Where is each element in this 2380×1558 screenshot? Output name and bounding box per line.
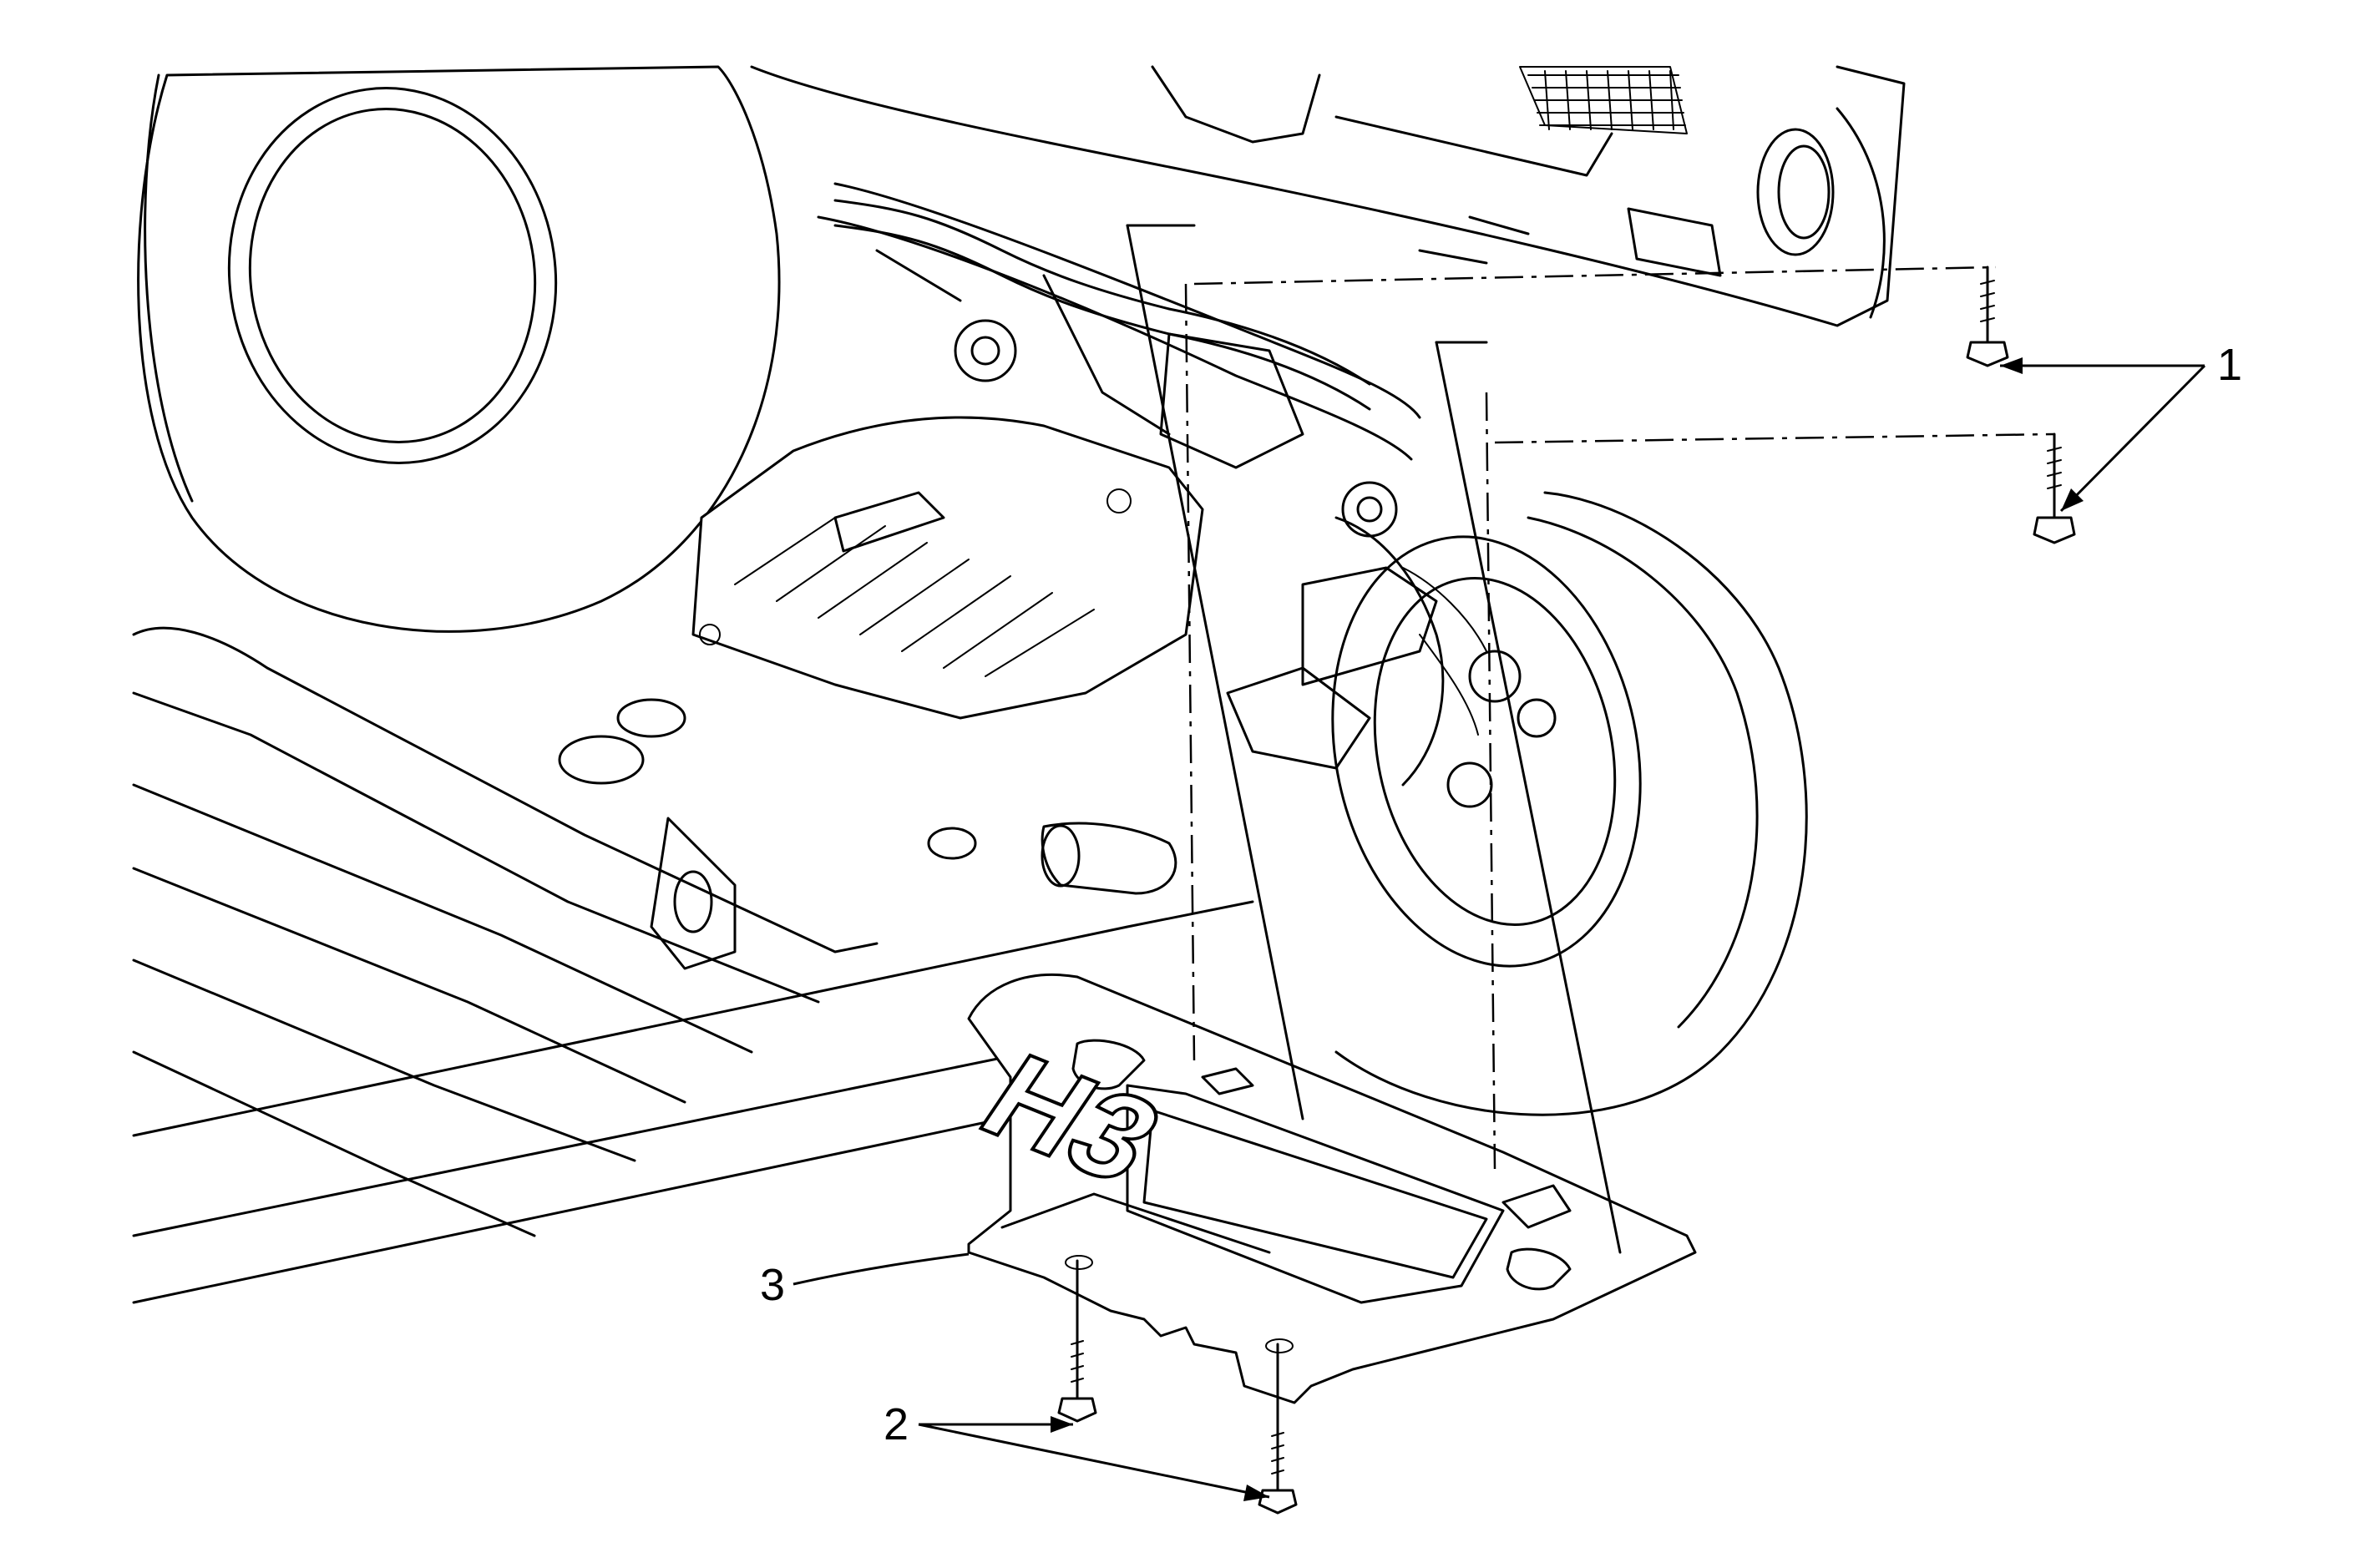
front-tire-right bbox=[1331, 491, 1808, 1116]
front-fastener-bolts bbox=[1966, 266, 2076, 544]
bolt-icon bbox=[1057, 1255, 1097, 1423]
bolt-icon bbox=[1966, 266, 2009, 367]
front-tire-left bbox=[137, 65, 781, 633]
callout-number: 2 bbox=[884, 1399, 909, 1449]
exhaust-pipe bbox=[1041, 822, 1177, 895]
crossmember bbox=[817, 182, 1421, 469]
grille-mesh bbox=[1527, 70, 1686, 130]
callout-2: 2 bbox=[884, 1399, 1270, 1501]
fog-lamp bbox=[1756, 128, 1835, 256]
callout-number: 3 bbox=[760, 1260, 785, 1310]
rear-fastener-bolts bbox=[1057, 1255, 1298, 1515]
callout-3: 3 bbox=[760, 1252, 970, 1310]
front-bumper bbox=[750, 65, 1906, 327]
bolt-icon bbox=[2033, 432, 2076, 544]
callout-number: 1 bbox=[2217, 340, 2242, 390]
callout-1: 1 bbox=[2000, 340, 2242, 513]
alignment-lines bbox=[1126, 224, 2055, 1254]
front-suspension bbox=[1226, 481, 1557, 808]
frame-rail bbox=[132, 626, 1254, 1304]
transfer-case-shield bbox=[691, 416, 1204, 720]
skid-plate-shield: H3 bbox=[956, 973, 1697, 1404]
hose bbox=[833, 199, 1371, 411]
